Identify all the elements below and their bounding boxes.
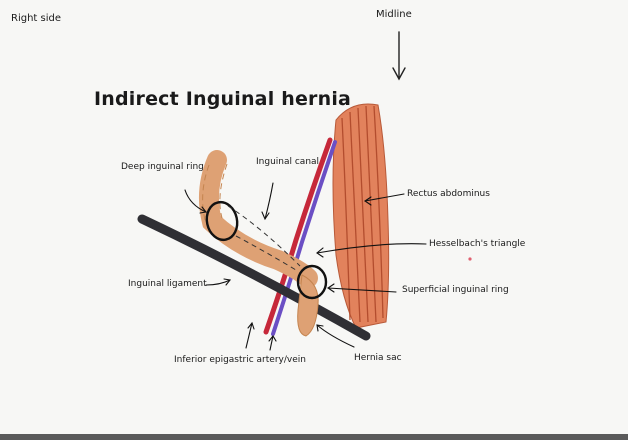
side-label: Right side <box>11 14 61 24</box>
diagram-title: Indirect Inguinal hernia <box>94 90 351 109</box>
superficial-inguinal-ring-label: Superficial inguinal ring <box>402 286 509 295</box>
hesselbach-triangle-label: Hesselbach's triangle <box>429 240 525 249</box>
bottom-edge-bar <box>0 434 628 440</box>
rectus-abdominus-label: Rectus abdominus <box>407 190 490 199</box>
midline-label: Midline <box>376 10 412 20</box>
inguinal-canal-label: Inguinal canal <box>256 158 319 167</box>
rectus-abdominus-muscle <box>333 104 389 328</box>
inguinal-ligament <box>142 219 366 336</box>
inguinal-ligament-label: Inguinal ligament <box>128 280 207 289</box>
marker-dot <box>468 257 471 260</box>
deep-inguinal-ring-label: Deep inguinal ring <box>121 163 204 172</box>
arrow-down-icon <box>393 32 405 79</box>
hernia-sac-label: Hernia sac <box>354 354 402 363</box>
epigastric-vessels-label: Inferior epigastric artery/vein <box>174 356 306 365</box>
